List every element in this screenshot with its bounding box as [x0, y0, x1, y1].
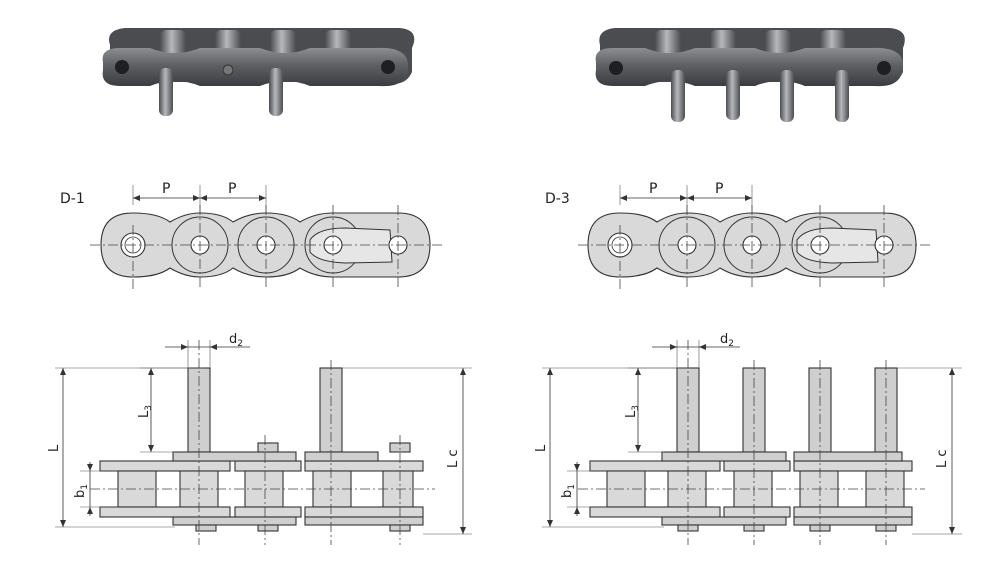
inner-plate-top	[793, 451, 903, 462]
end-hole-left	[115, 60, 129, 74]
outer-plate-bottom	[99, 506, 231, 518]
extended-pin-3	[780, 70, 794, 122]
outer-plate-bottom	[589, 506, 721, 518]
extended-pin-1	[671, 70, 685, 122]
outer-plate-bottom	[234, 506, 302, 518]
outer-plate-bottom	[723, 506, 791, 518]
lc-label: L c	[446, 449, 461, 468]
extended-pin-4	[835, 70, 849, 122]
l3-label: L3	[624, 405, 641, 418]
inner-plate-bottom	[661, 516, 787, 526]
outer-plate-top	[304, 460, 424, 472]
lc-label: L c	[935, 449, 950, 468]
outer-plate-top	[589, 460, 721, 472]
side-view-d1: D-1 P P	[60, 181, 445, 290]
end-hole-right	[877, 61, 891, 75]
pitch-label-2: P	[715, 181, 723, 197]
outer-plate-top	[234, 460, 302, 472]
inner-plate-bottom	[304, 516, 424, 526]
inner-plate-top	[304, 451, 379, 462]
inner-plate-bottom	[172, 516, 297, 526]
pitch-label-2: P	[228, 181, 236, 197]
l3-label: L3	[137, 405, 154, 418]
outer-plate-top	[723, 460, 791, 472]
chain-photo-d3	[595, 28, 905, 122]
top-view-d1: d2 L3 L b1 L c	[47, 332, 472, 545]
outer-plate-top	[99, 460, 231, 472]
outer-plate-top	[793, 460, 913, 472]
d2-label: d2	[229, 332, 243, 349]
front-link-plates	[102, 47, 409, 87]
d2-label: d2	[720, 332, 734, 349]
pin-head	[222, 64, 234, 76]
outer-plate-bottom	[793, 506, 913, 518]
attachment-plate	[796, 227, 879, 264]
l-label: L	[534, 444, 549, 452]
pitch-label-1: P	[649, 181, 657, 197]
top-view-d3: d2 L3 L b1 L c	[534, 332, 962, 545]
inner-plate-top	[661, 451, 787, 462]
front-link-plates	[595, 47, 904, 87]
end-hole-left	[609, 61, 623, 75]
inner-plate-top	[172, 451, 297, 462]
b1-label: b1	[73, 484, 90, 498]
type-label: D-1	[60, 191, 85, 207]
b1-label: b1	[560, 484, 577, 498]
side-view-d3: D-3 P P	[545, 181, 932, 290]
type-label: D-3	[545, 191, 570, 207]
attachment-plate	[309, 227, 393, 264]
extended-pin-front-2	[269, 68, 283, 116]
end-hole-right	[381, 60, 395, 74]
inner-plate-bottom	[793, 516, 913, 526]
chain-photo-d1	[102, 28, 415, 116]
l-label: L	[47, 444, 62, 452]
extended-pin-front-1	[159, 68, 173, 116]
extended-pin-2	[726, 70, 740, 120]
pitch-label-1: P	[162, 181, 170, 197]
outer-plate-bottom	[304, 506, 424, 518]
